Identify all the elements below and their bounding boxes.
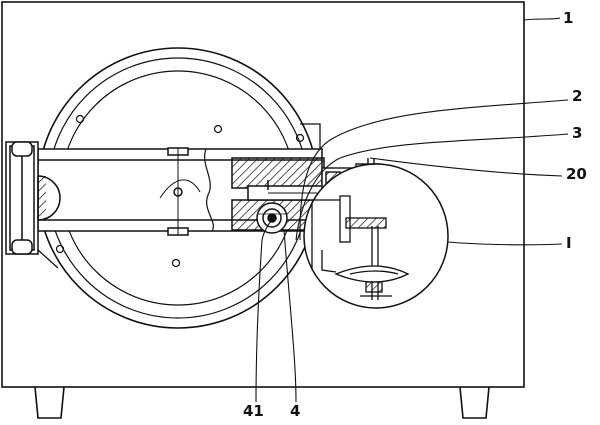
detail-view-I — [303, 163, 449, 309]
callout-I: I — [566, 234, 572, 252]
leader-lines — [255, 17, 569, 403]
end-clamp — [5, 141, 61, 255]
roller-bearing — [256, 202, 288, 234]
callout-41: 41 — [243, 402, 264, 420]
callout-3: 3 — [572, 124, 583, 142]
callout-2: 2 — [572, 87, 583, 105]
callout-20: 20 — [566, 165, 587, 183]
housing-frame — [1, 1, 525, 419]
callout-1: 1 — [563, 9, 574, 27]
callout-4: 4 — [290, 402, 301, 420]
